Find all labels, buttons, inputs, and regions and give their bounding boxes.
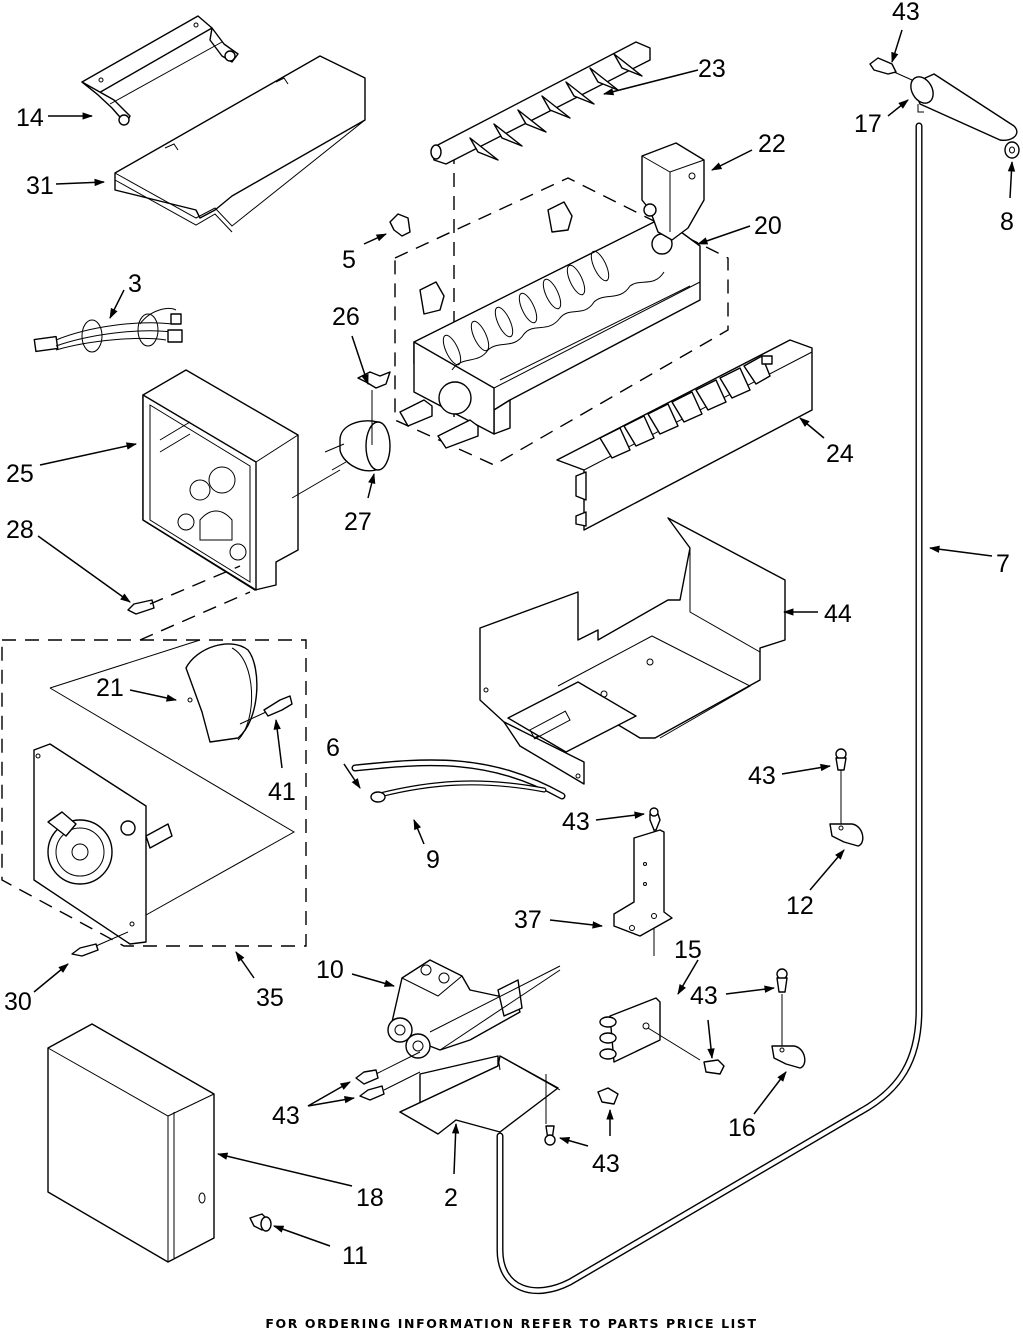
clamp-12-part[interactable] — [830, 824, 863, 846]
motor-part[interactable] — [186, 644, 257, 742]
callout-14: 14 — [16, 104, 44, 132]
bracket-44-part[interactable] — [480, 518, 785, 784]
callout-43-top: 43 — [892, 0, 920, 26]
callout-17: 17 — [854, 110, 882, 138]
screw-37-part[interactable] — [650, 808, 660, 830]
callout-43-clamp12: 43 — [748, 762, 776, 790]
wire-harness-part[interactable] — [34, 309, 182, 352]
hinge-part[interactable] — [82, 16, 238, 125]
callout-10: 10 — [316, 956, 344, 984]
screw-16-part[interactable] — [777, 969, 787, 992]
callout-31: 31 — [26, 172, 54, 200]
callout-24: 24 — [826, 440, 854, 468]
callout-18: 18 — [356, 1184, 384, 1212]
motor-screw-41-part[interactable] — [264, 696, 292, 716]
callout-22: 22 — [758, 130, 786, 158]
callout-41: 41 — [268, 778, 296, 806]
thermostat-clip-part[interactable] — [358, 372, 390, 388]
callout-2: 2 — [444, 1184, 458, 1212]
stripper-part[interactable] — [557, 340, 812, 530]
module-part[interactable] — [34, 744, 172, 944]
callout-37: 37 — [514, 906, 542, 934]
callout-21: 21 — [96, 674, 124, 702]
ejector-part[interactable] — [431, 42, 650, 164]
callout-20: 20 — [754, 212, 782, 240]
housing-part[interactable] — [143, 370, 298, 590]
clip-5-part[interactable] — [390, 214, 410, 236]
callout-25: 25 — [6, 460, 34, 488]
shield-screw-part[interactable] — [545, 1126, 555, 1145]
screw-15-part[interactable] — [704, 1060, 724, 1074]
valve-cover-18-part[interactable] — [48, 1024, 214, 1262]
fastener-11-part[interactable] — [250, 1214, 271, 1231]
clamp-16-part[interactable] — [772, 1046, 805, 1068]
tube-9-part[interactable] — [371, 783, 544, 802]
grommet-8-part[interactable] — [1005, 142, 1019, 158]
callout-30: 30 — [4, 988, 32, 1016]
screw-28-part[interactable] — [128, 600, 154, 614]
callout-43-bracket: 43 — [562, 808, 590, 836]
callout-3: 3 — [128, 270, 142, 298]
callout-28: 28 — [6, 516, 34, 544]
screw-12-part[interactable] — [836, 749, 846, 770]
callout-43-shield: 43 — [592, 1150, 620, 1178]
callout-7: 7 — [996, 550, 1010, 578]
callout-9: 9 — [426, 846, 440, 874]
callout-12: 12 — [786, 892, 814, 920]
callout-44: 44 — [824, 600, 852, 628]
valve-screws-part[interactable] — [356, 1070, 384, 1100]
shield-screw-upper-part[interactable] — [598, 1088, 618, 1104]
valve-bracket-37-part[interactable] — [614, 830, 672, 936]
fill-tube-17-part[interactable] — [906, 73, 1017, 140]
screw-30-part[interactable] — [72, 944, 98, 956]
ordering-info-footer: FOR ORDERING INFORMATION REFER TO PARTS … — [0, 1316, 1023, 1331]
callout-15: 15 — [674, 936, 702, 964]
callout-27: 27 — [344, 508, 372, 536]
thermostat-part[interactable] — [325, 390, 390, 471]
callout-16: 16 — [728, 1114, 756, 1142]
callout-5: 5 — [342, 246, 356, 274]
callout-6: 6 — [326, 734, 340, 762]
bin-door-part[interactable] — [115, 56, 365, 232]
callout-8: 8 — [1000, 208, 1014, 236]
callout-26: 26 — [332, 303, 360, 331]
callout-43-valve: 43 — [272, 1102, 300, 1130]
callout-11: 11 — [342, 1242, 368, 1270]
callout-35: 35 — [256, 984, 284, 1012]
valve-shield-part[interactable] — [400, 1056, 560, 1134]
callout-43-clamp16: 43 — [690, 982, 718, 1010]
callout-23: 23 — [698, 55, 726, 83]
